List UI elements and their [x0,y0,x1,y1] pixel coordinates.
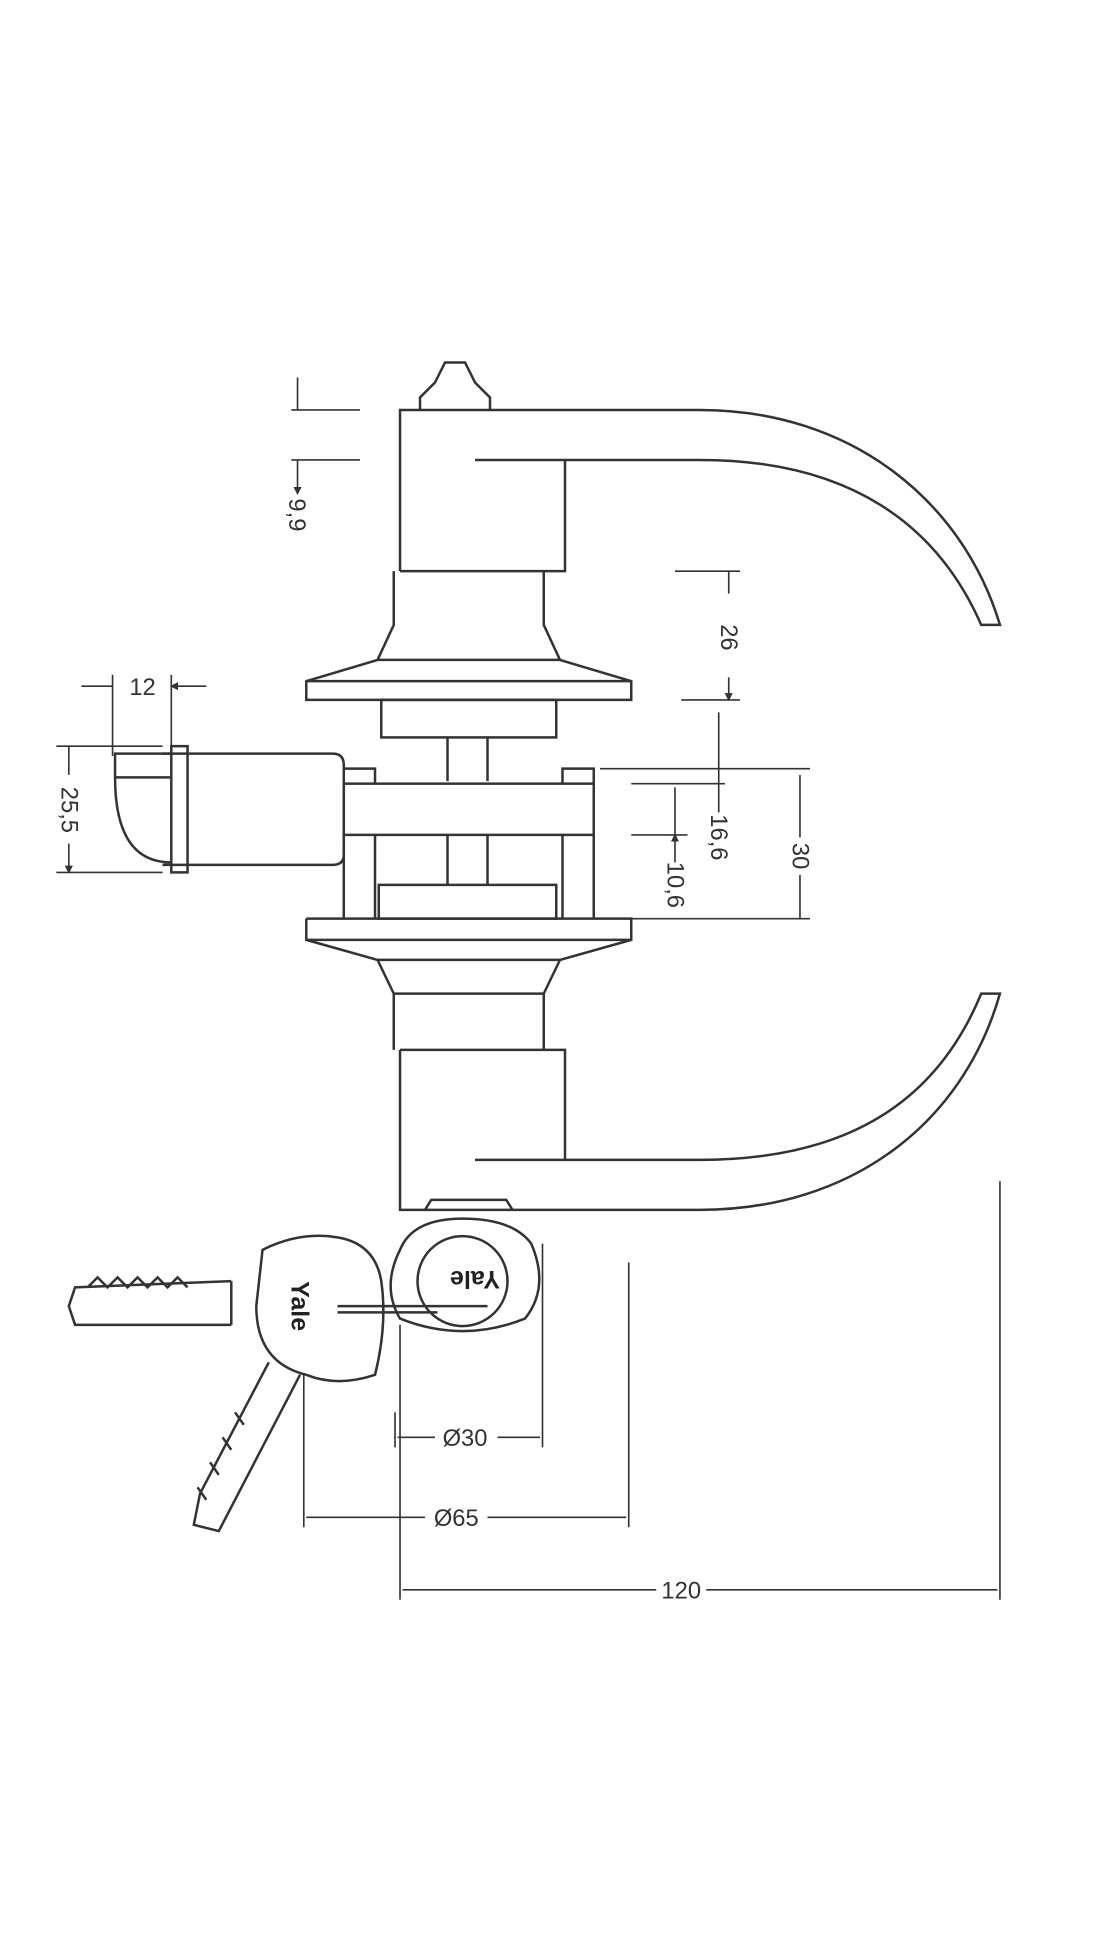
dim-26: 26 [715,624,741,650]
cylinder: Yale [389,1198,541,1333]
upper-lever-handle [398,361,1002,627]
dim-9-9: 9,9 [283,498,309,531]
dim-diameter-30: Ø30 [443,1426,488,1452]
lock-body [113,744,595,920]
dimension-lines [56,377,1001,1600]
dim-10-6: 10,6 [661,862,687,908]
cylinder-brand: Yale [450,1265,500,1293]
upper-rose [305,571,633,782]
dim-25-5: 25,5 [55,787,81,833]
dimension-labels: 9,9 26 12 25,5 16,6 10,6 30 Ø30 Ø65 120 [55,498,812,1604]
dim-30: 30 [786,843,812,869]
dim-diameter-65: Ø65 [434,1506,479,1532]
key-brand: Yale [285,1281,313,1331]
lower-lever-handle [398,992,1002,1212]
keys: Yale [67,1234,488,1533]
dim-16-6: 16,6 [705,814,731,860]
lower-rose [305,917,633,1050]
dim-120: 120 [661,1579,701,1605]
dim-12: 12 [129,675,155,701]
